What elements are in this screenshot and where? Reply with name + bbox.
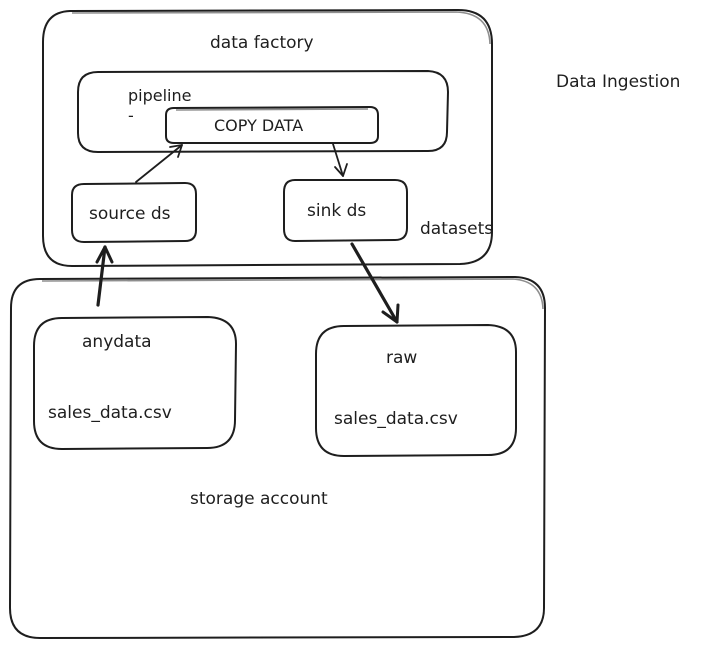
pipeline-marker: - — [128, 106, 134, 125]
raw-label: raw — [386, 348, 417, 368]
datasets-label: datasets — [420, 219, 493, 239]
arrow-sink-to-raw — [350, 242, 400, 324]
copy-data-activity[interactable] — [165, 106, 379, 144]
arrow-anydata-to-source — [95, 245, 114, 307]
anydata-label: anydata — [82, 332, 152, 352]
pipeline-label: pipeline — [128, 86, 191, 105]
data-factory-title: data factory — [210, 33, 314, 53]
sink-ds-box[interactable] — [283, 179, 408, 242]
raw-container-box[interactable] — [315, 324, 517, 457]
copy-data-label: COPY DATA — [214, 116, 303, 135]
source-ds-box[interactable] — [71, 182, 197, 243]
pipeline-box — [77, 70, 449, 153]
anydata-file-label: sales_data.csv — [48, 403, 172, 423]
data-ingestion-label: Data Ingestion — [556, 72, 680, 92]
arrow-source-to-copy — [135, 144, 183, 183]
arrow-copy-to-sink — [332, 143, 348, 177]
sink-ds-label: sink ds — [307, 201, 366, 221]
anydata-container-box[interactable] — [33, 316, 237, 450]
storage-account-label: storage account — [190, 489, 328, 509]
source-ds-label: source ds — [89, 204, 171, 224]
data-factory-container — [42, 9, 493, 267]
raw-file-label: sales_data.csv — [334, 409, 458, 429]
storage-account-container — [9, 276, 546, 639]
